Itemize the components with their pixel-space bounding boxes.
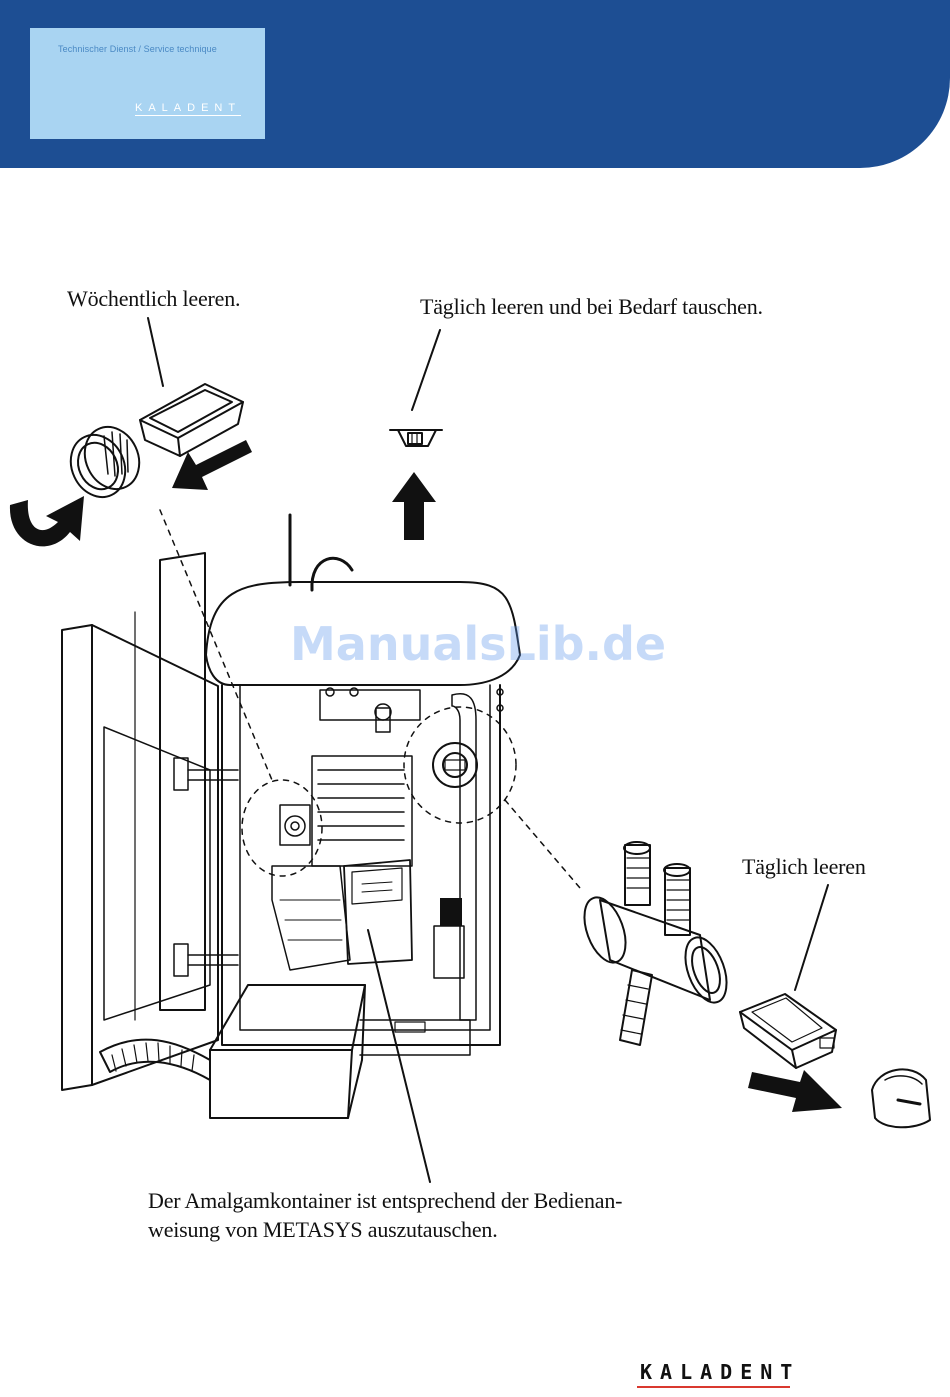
filter-housing-icon <box>576 842 734 1045</box>
amalgam-container <box>344 860 412 964</box>
small-filter-icon <box>390 430 442 446</box>
caption-line-1: Der Amalgamkontainer ist entsprechend de… <box>148 1186 622 1215</box>
cabinet-door <box>62 625 238 1090</box>
footer-brand-logo: KALADENT <box>640 1360 800 1384</box>
watermark: ManualsLib.de <box>290 617 666 671</box>
arrow-right-icon <box>748 1070 842 1112</box>
leader-line-weekly <box>148 318 163 386</box>
cabinet-drawer <box>210 985 365 1118</box>
weekly-tray-icon <box>140 384 243 456</box>
rotate-arrow-icon <box>10 496 84 546</box>
leader-line-daily <box>795 885 828 990</box>
valve-icon <box>433 743 477 787</box>
leader-line-caption <box>368 930 430 1182</box>
cabinet-pipe <box>160 553 205 1010</box>
caption-line-2: weisung von METASYS auszutauschen. <box>148 1215 622 1244</box>
filter-ring-icon <box>61 418 149 506</box>
cabinet-tube <box>312 558 352 590</box>
label-weekly-empty: Wöchentlich leeren. <box>67 286 240 312</box>
daily-tray-icon <box>740 994 836 1068</box>
caption-amalgam-container: Der Amalgamkontainer ist entsprechend de… <box>148 1186 622 1244</box>
knob-icon <box>872 1069 930 1127</box>
footer-rule <box>637 1386 790 1388</box>
separator-unit <box>272 756 412 970</box>
leader-line-daily-replace <box>412 330 440 410</box>
label-daily-empty-replace: Täglich leeren und bei Bedarf tauschen. <box>420 294 763 320</box>
arrow-up-icon <box>392 472 436 540</box>
arrow-left-icon <box>172 440 252 490</box>
label-daily-empty: Täglich leeren <box>742 854 866 880</box>
